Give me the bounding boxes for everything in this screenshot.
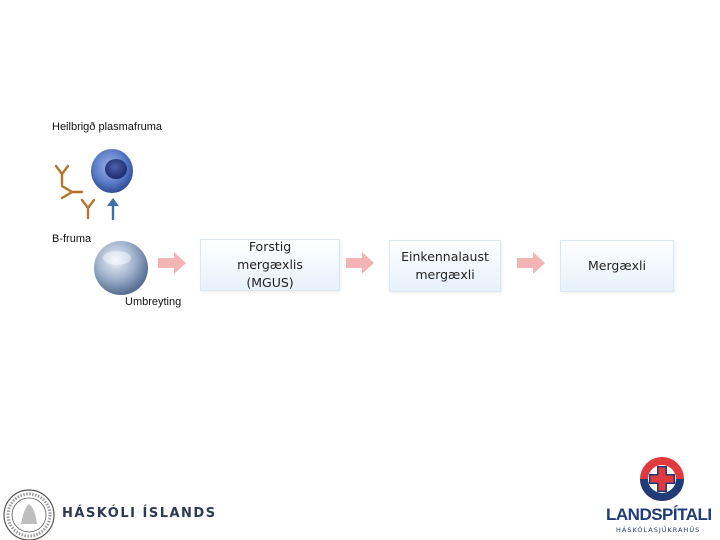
university-name: HÁSKÓLI ÍSLANDS xyxy=(62,506,217,521)
stage-label: Einkennalaust mergæxli xyxy=(401,249,489,282)
progression-arrow-icon xyxy=(158,252,186,274)
plasma-cell-nucleus xyxy=(105,159,127,179)
antibody-icon xyxy=(54,164,70,186)
hospital-cross-icon xyxy=(640,457,684,501)
stage-box-mgus: Forstig mergæxlis (MGUS) xyxy=(200,239,340,291)
progression-arrow-icon xyxy=(346,252,374,274)
stage-label: Mergæxli xyxy=(588,258,646,273)
plasma-cell-illustration xyxy=(54,149,133,220)
up-arrow-icon xyxy=(107,198,119,220)
antibody-icon xyxy=(80,198,96,220)
b-cell-illustration xyxy=(94,241,148,295)
hospital-name: LANDSPÍTALI xyxy=(606,505,712,524)
stage-label: Forstig mergæxlis (MGUS) xyxy=(237,239,303,290)
hospital-subtitle: HÁSKÓLASJÚKRAHÚS xyxy=(616,526,701,534)
university-seal-icon xyxy=(3,489,55,540)
healthy-plasma-cell-label: Heilbrigð plasmafruma xyxy=(52,121,163,133)
progression-arrow-icon xyxy=(517,252,545,274)
stage-box-smoldering: Einkennalaust mergæxli xyxy=(389,240,501,292)
b-cell-label: B-fruma xyxy=(52,233,92,245)
transformation-label: Umbreyting xyxy=(125,296,182,308)
antibody-icon xyxy=(60,184,84,200)
stage-box-myeloma: Mergæxli xyxy=(560,240,674,292)
